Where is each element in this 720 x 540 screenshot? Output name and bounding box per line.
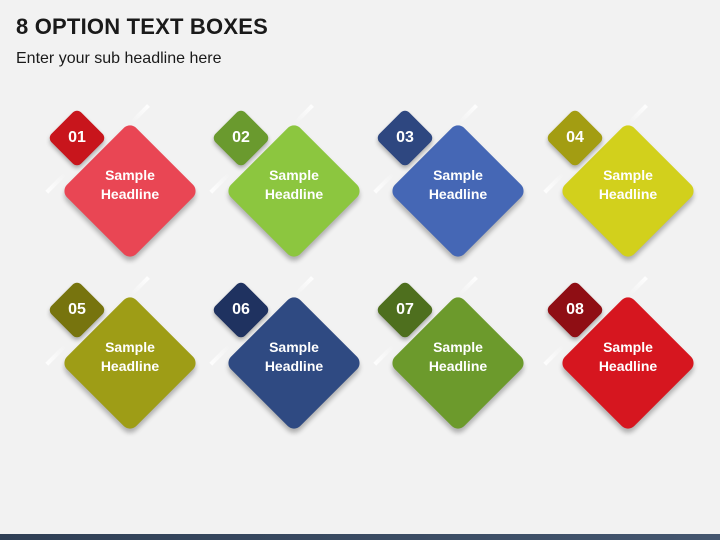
fold-shadow [628,276,648,296]
option-label: Sample Headline [80,338,180,376]
fold-shadow [294,276,314,296]
number-badge-label: 07 [396,301,414,318]
option-label-line2: Headline [428,358,488,374]
option-label: Sample Headline [578,338,678,376]
page-subtitle: Enter your sub headline here [16,50,222,67]
option-label-line2: Headline [598,186,658,202]
option-07: 07 Sample Headline [373,276,538,434]
fold-shadow [628,104,648,124]
number-badge-label: 02 [232,129,250,146]
option-02: 02 Sample Headline [209,104,374,262]
option-04: 04 Sample Headline [543,104,708,262]
option-label-line2: Headline [264,186,324,202]
option-label: Sample Headline [408,166,508,204]
option-label-line1: Sample [433,167,483,183]
fold-shadow [294,104,314,124]
option-label-line2: Headline [100,186,160,202]
option-label: Sample Headline [578,166,678,204]
option-label-line2: Headline [100,358,160,374]
option-label: Sample Headline [244,166,344,204]
option-08: 08 Sample Headline [543,276,708,434]
fold-shadow [130,104,150,124]
number-badge-label: 03 [396,129,414,146]
option-05: 05 Sample Headline [45,276,210,434]
option-label-line1: Sample [603,167,653,183]
option-label: Sample Headline [244,338,344,376]
option-label-line1: Sample [105,339,155,355]
number-badge-label: 08 [566,301,584,318]
option-label: Sample Headline [408,338,508,376]
number-badge-label: 01 [68,129,86,146]
option-06: 06 Sample Headline [209,276,374,434]
fold-shadow [458,104,478,124]
option-label-line2: Headline [264,358,324,374]
fold-shadow [458,276,478,296]
option-label-line1: Sample [603,339,653,355]
page-title: 8 OPTION TEXT BOXES [16,14,268,39]
option-label-line2: Headline [428,186,488,202]
number-badge-label: 04 [566,129,584,146]
number-badge-label: 05 [68,301,86,318]
fold-shadow [130,276,150,296]
option-label-line1: Sample [105,167,155,183]
option-label-line2: Headline [598,358,658,374]
option-label-line1: Sample [269,167,319,183]
option-03: 03 Sample Headline [373,104,538,262]
option-label-line1: Sample [433,339,483,355]
number-badge-label: 06 [232,301,250,318]
option-label: Sample Headline [80,166,180,204]
option-01: 01 Sample Headline [45,104,210,262]
option-label-line1: Sample [269,339,319,355]
bottom-accent-bar [0,534,720,540]
